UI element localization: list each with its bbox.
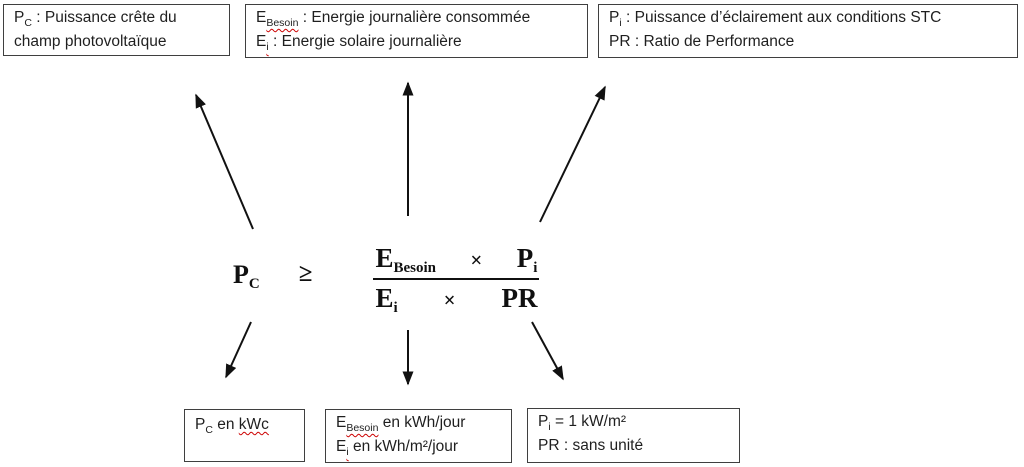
symbol-base: P — [538, 413, 549, 430]
symbol-subscript: i — [619, 17, 622, 29]
symbol-base: E — [256, 33, 267, 50]
symbol-base: E — [256, 9, 267, 26]
symbol-base: E — [336, 414, 347, 431]
symbol-subscript: Besoin — [266, 17, 299, 29]
symbol-base: E — [336, 438, 347, 455]
unit-text: en kWh/jour — [378, 414, 466, 431]
symbol-subscript: i — [266, 41, 269, 53]
arrow-up-right-icon — [539, 85, 606, 223]
unit-box-energies: EBesoin en kWh/jour Ei en kWh/m²/jour — [325, 409, 512, 463]
fraction-denominator: Ei × PR — [373, 280, 539, 316]
definition-line: EBesoin : Energie journalière consommée — [256, 6, 577, 30]
multiplication-sign: × — [470, 248, 483, 272]
symbol-base: P — [14, 9, 25, 26]
symbol-subscript: i — [548, 421, 551, 433]
formula: PC ≥ EBesoin × Pi Ei × PR — [233, 243, 540, 316]
definition-text: PR : Ratio de Performance — [609, 33, 795, 50]
definition-box-pi-pr: Pi : Puissance d’éclairement aux conditi… — [598, 4, 1018, 58]
symbol-base: E — [375, 243, 394, 273]
denominator-term-ei: Ei — [375, 283, 397, 316]
numerator-term-ebesoin: EBesoin — [375, 243, 436, 276]
formula-lhs: PC — [233, 259, 260, 291]
symbol-base: P — [195, 416, 206, 433]
definition-line: Ei : Energie solaire journalière — [256, 30, 577, 54]
arrow-down-left-icon — [225, 321, 252, 379]
symbol-subscript: i — [533, 260, 538, 276]
numerator-term-pi: Pi — [516, 243, 538, 276]
definition-text: : Puissance crête du — [31, 9, 177, 26]
definition-line: champ photovoltaïque — [14, 30, 219, 54]
symbol-subscript: i — [393, 300, 398, 316]
arrow-down-right-icon — [531, 321, 564, 381]
definition-text: champ photovoltaïque — [14, 33, 167, 50]
multiplication-sign: × — [443, 288, 456, 312]
symbol-base: P — [516, 243, 534, 273]
symbol-subscript: Besoin — [346, 422, 379, 434]
unit-text: PR : sans unité — [538, 437, 644, 454]
symbol-subscript: C — [24, 17, 32, 29]
symbol-base: P — [233, 259, 249, 289]
formula-relation-gte: ≥ — [298, 260, 313, 287]
formula-fraction: EBesoin × Pi Ei × PR — [373, 243, 540, 316]
definition-box-pc: PC : Puissance crête du champ photovolta… — [3, 4, 230, 56]
unit-line: PC en kWc — [195, 413, 294, 437]
unit-box-pc: PC en kWc — [184, 409, 305, 462]
unit-line: PR : sans unité — [538, 434, 729, 458]
definition-text: : Energie solaire journalière — [268, 33, 462, 50]
unit-text: kWc — [238, 416, 269, 433]
symbol-subscript: C — [248, 275, 260, 292]
symbol-base: E — [375, 283, 394, 313]
definition-text: : Puissance d’éclairement aux conditions… — [621, 9, 942, 26]
arrow-up-left-icon — [195, 93, 254, 230]
symbol-subscript: Besoin — [393, 260, 436, 276]
unit-text: en — [212, 416, 239, 433]
unit-line: Pi = 1 kW/m² — [538, 410, 729, 434]
fraction-numerator: EBesoin × Pi — [373, 243, 540, 280]
unit-text: en kWh/m²/jour — [348, 438, 459, 455]
symbol-base: P — [609, 9, 620, 26]
unit-box-pi-pr: Pi = 1 kW/m² PR : sans unité — [527, 408, 740, 463]
unit-line: EBesoin en kWh/jour — [336, 411, 501, 435]
definition-box-energies: EBesoin : Energie journalière consommée … — [245, 4, 588, 58]
definition-line: PC : Puissance crête du — [14, 6, 219, 30]
symbol-subscript: i — [346, 446, 349, 458]
definition-line: PR : Ratio de Performance — [609, 30, 1007, 54]
denominator-term-pr: PR — [501, 283, 538, 313]
definition-line: Pi : Puissance d’éclairement aux conditi… — [609, 6, 1007, 30]
symbol-subscript: C — [205, 424, 213, 436]
definition-text: : Energie journalière consommée — [298, 9, 531, 26]
unit-text: = 1 kW/m² — [550, 413, 627, 430]
unit-line: Ei en kWh/m²/jour — [336, 435, 501, 459]
